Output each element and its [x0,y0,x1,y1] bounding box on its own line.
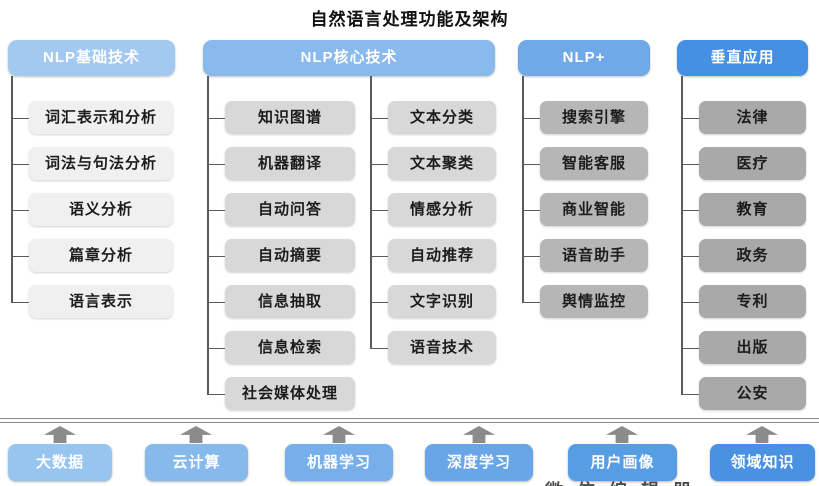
node-box: 公安 [681,377,806,410]
node-box: 社会媒体处理 [207,377,355,410]
node-box: 信息抽取 [207,285,355,318]
column-nlp-basic-items: 词汇表示和分析 词法与句法分析 语义分析 篇章分析 语言表示 [11,101,173,331]
up-arrow-icon [606,426,638,443]
node-box: 法律 [681,101,806,134]
node-box: 信息检索 [207,331,355,364]
foundation-box-domain-knowledge: 领域知识 [710,444,815,481]
node-box: 语音技术 [370,331,496,364]
node-box: 篇章分析 [11,239,173,272]
watermark: 微信编辑器 [545,477,817,486]
node-box: 语言表示 [11,285,173,318]
node-box: 智能客服 [522,147,648,180]
column-header-nlp-plus: NLP+ [518,40,650,76]
node-box: 出版 [681,331,806,364]
node-box: 语义分析 [11,193,173,226]
column-nlp-core-items-left: 知识图谱 机器翻译 自动问答 自动摘要 信息抽取 信息检索 社会媒体处理 [207,101,355,423]
foundation-box-user-profile: 用户画像 [568,444,677,481]
connector-line [207,76,209,394]
node-box: 情感分析 [370,193,496,226]
node-box: 自动推荐 [370,239,496,272]
node-box: 文本分类 [370,101,496,134]
node-box: 政务 [681,239,806,272]
node-box: 机器翻译 [207,147,355,180]
foundation-box-deep-learning: 深度学习 [425,444,533,481]
node-box: 文字识别 [370,285,496,318]
node-box: 文本聚类 [370,147,496,180]
up-arrow-icon [44,426,76,443]
foundation-box-big-data: 大数据 [8,444,112,481]
connector-line [370,76,372,348]
foundation-box-machine-learning: 机器学习 [285,444,393,481]
node-box: 词法与句法分析 [11,147,173,180]
column-vertical-apps-items: 法律 医疗 教育 政务 专利 出版 公安 [681,101,806,423]
node-box: 商业智能 [522,193,648,226]
node-box: 自动摘要 [207,239,355,272]
up-arrow-icon [323,426,355,443]
column-nlp-core-items-right: 文本分类 文本聚类 情感分析 自动推荐 文字识别 语音技术 [370,101,496,377]
column-header-nlp-core: NLP核心技术 [203,40,495,76]
node-box: 医疗 [681,147,806,180]
column-header-nlp-basic: NLP基础技术 [8,40,175,76]
page-title: 自然语言处理功能及架构 [310,10,509,29]
up-arrow-icon [746,426,778,443]
node-box: 语音助手 [522,239,648,272]
node-box: 搜索引擎 [522,101,648,134]
foundation-box-cloud-computing: 云计算 [145,444,248,481]
column-header-vertical-apps: 垂直应用 [677,40,808,76]
separator-line [0,418,819,423]
connector-line [522,76,524,302]
up-arrow-icon [463,426,495,443]
node-box: 词汇表示和分析 [11,101,173,134]
column-nlp-plus-items: 搜索引擎 智能客服 商业智能 语音助手 舆情监控 [522,101,648,331]
node-box: 自动问答 [207,193,355,226]
connector-line [11,76,13,302]
node-box: 知识图谱 [207,101,355,134]
node-box: 教育 [681,193,806,226]
connector-line [681,76,683,394]
up-arrow-icon [180,426,212,443]
node-box: 专利 [681,285,806,318]
node-box: 舆情监控 [522,285,648,318]
